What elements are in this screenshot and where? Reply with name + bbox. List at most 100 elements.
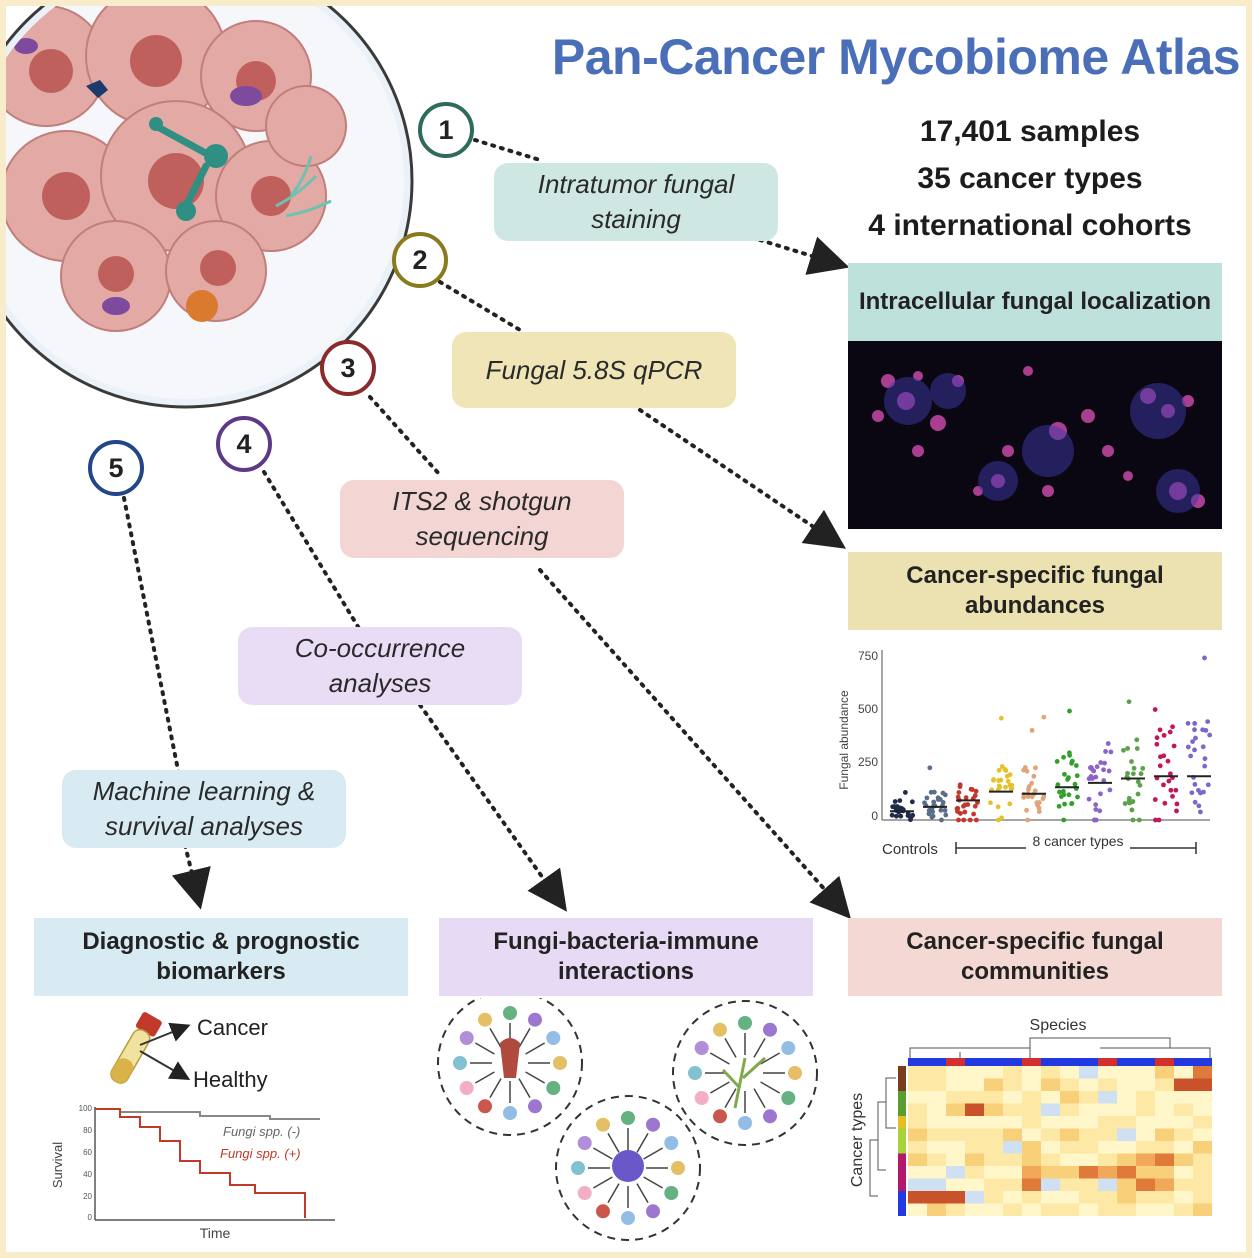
heatmap-cell [1003, 1103, 1022, 1116]
microbe-icon [503, 1106, 517, 1120]
microbe-icon [546, 1031, 561, 1045]
microbe-icon [671, 1161, 685, 1175]
survival-legend-negative: Fungi spp. (-) [223, 1124, 300, 1139]
heatmap-cell [1079, 1103, 1098, 1116]
heatmap-cell [1003, 1178, 1022, 1191]
panel-abundances-title: Cancer-specific fungal abundances [848, 552, 1222, 630]
interaction-arrow [753, 1037, 766, 1058]
microbe-icon [688, 1066, 702, 1080]
dotplot-ytick: 750 [858, 649, 878, 663]
heatmap-cell [1022, 1116, 1041, 1129]
heatmap-col-annotation [1060, 1058, 1079, 1066]
dotplot-point [1157, 763, 1163, 769]
heatmap-cell [965, 1078, 984, 1091]
dotplot-point [988, 800, 993, 806]
heatmap-cell [1098, 1178, 1117, 1191]
dotplot-point [1168, 787, 1174, 793]
heatmap-cell [908, 1153, 927, 1166]
dotplot-point [1185, 720, 1191, 726]
arrow-5a [122, 496, 182, 782]
heatmap-cell [1193, 1078, 1212, 1091]
heatmap-col-annotation [1003, 1058, 1022, 1066]
arrow-5b [171, 843, 211, 910]
dotplot-point [938, 807, 944, 813]
dotplot-point [1122, 801, 1128, 806]
dotplot-point [1125, 746, 1131, 751]
dotplot-point [1072, 781, 1078, 787]
dotplot-point [939, 817, 944, 823]
dotplot-point [1138, 771, 1144, 777]
dotplot-point [1205, 719, 1211, 725]
heatmap-cell [1098, 1191, 1117, 1204]
dotplot-point [996, 817, 1001, 823]
dotplot-point [1136, 817, 1142, 823]
dotplot-point [1093, 774, 1099, 780]
dotplot-point [961, 817, 967, 823]
heatmap-cell [1193, 1141, 1212, 1154]
abundance-dotplot: Fungal abundance 750 500 250 0 Controls … [837, 649, 1213, 858]
dotplot-point [1041, 714, 1047, 720]
heatmap-cell [1174, 1178, 1193, 1191]
dotplot-point [1170, 724, 1175, 730]
heatmap-row-annotation [898, 1116, 906, 1129]
heatmap-cell [1003, 1166, 1022, 1179]
interaction-arrow [760, 1081, 781, 1094]
heatmap-cell [908, 1103, 927, 1116]
heatmap-cell [1136, 1103, 1155, 1116]
dotplot-point [1033, 765, 1038, 771]
heatmap-cell [1193, 1128, 1212, 1141]
heatmap-cell [965, 1141, 984, 1154]
heatmap-cell [1079, 1141, 1098, 1154]
heatmap-cell [1174, 1116, 1193, 1129]
dotplot-point [1189, 790, 1195, 796]
dotplot-point [1061, 817, 1067, 823]
microbe-icon [781, 1041, 796, 1055]
interaction-arrow [709, 1081, 730, 1094]
heatmap-cell [1003, 1141, 1022, 1154]
dotplot-point [995, 804, 1001, 810]
microbe-icon [453, 1056, 467, 1070]
microbe-icon [713, 1022, 727, 1037]
heatmap-col-annotation [965, 1058, 984, 1066]
dotplot-point [1161, 753, 1167, 759]
heatmap-cell [1079, 1178, 1098, 1191]
dotplot-point [1032, 788, 1038, 794]
heatmap-cell [927, 1078, 946, 1091]
dotplot-point [1121, 747, 1126, 753]
dotplot-point [1162, 800, 1168, 806]
heatmap-cell [1060, 1116, 1079, 1129]
interaction-arrow [724, 1088, 737, 1109]
heatmap-cell [1174, 1191, 1193, 1204]
dotplot-point [973, 788, 979, 794]
dotplot-point [1101, 767, 1106, 773]
heatmap-row-annotation [898, 1103, 906, 1116]
heatmap-cell [1136, 1141, 1155, 1154]
step-4-cooccurrence: Co-occurrence analyses [238, 627, 522, 705]
dotplot-point [1190, 739, 1195, 744]
dotplot-point [1161, 782, 1166, 788]
heatmap-cell [984, 1116, 1003, 1129]
heatmap-col-annotation [1098, 1058, 1117, 1066]
heatmap-col-annotation [1136, 1058, 1155, 1066]
heatmap-cell [1003, 1203, 1022, 1216]
heatmap-cell [1117, 1203, 1136, 1216]
dotplot-ytick: 0 [871, 809, 878, 823]
dotplot-point [967, 817, 973, 823]
dotplot-point [1192, 747, 1197, 753]
heatmap-cell [1117, 1178, 1136, 1191]
microbe-icon [664, 1136, 679, 1150]
heatmap: Species Cancer types [849, 1017, 1212, 1216]
heatmap-cell [927, 1091, 946, 1104]
heatmap-cell [984, 1153, 1003, 1166]
dotplot-point [1007, 801, 1013, 807]
heatmap-cell [946, 1103, 965, 1116]
dotplot-point [998, 715, 1004, 721]
dotplot-point [931, 789, 937, 795]
dotplot-point [924, 795, 930, 801]
heatmap-cell [1098, 1153, 1117, 1166]
dotplot-point [1004, 773, 1010, 779]
dotplot-point [893, 805, 899, 810]
stat-samples: 17,401 samples [919, 115, 1141, 148]
heatmap-cell [965, 1166, 984, 1179]
dotplot-point [1171, 743, 1177, 749]
